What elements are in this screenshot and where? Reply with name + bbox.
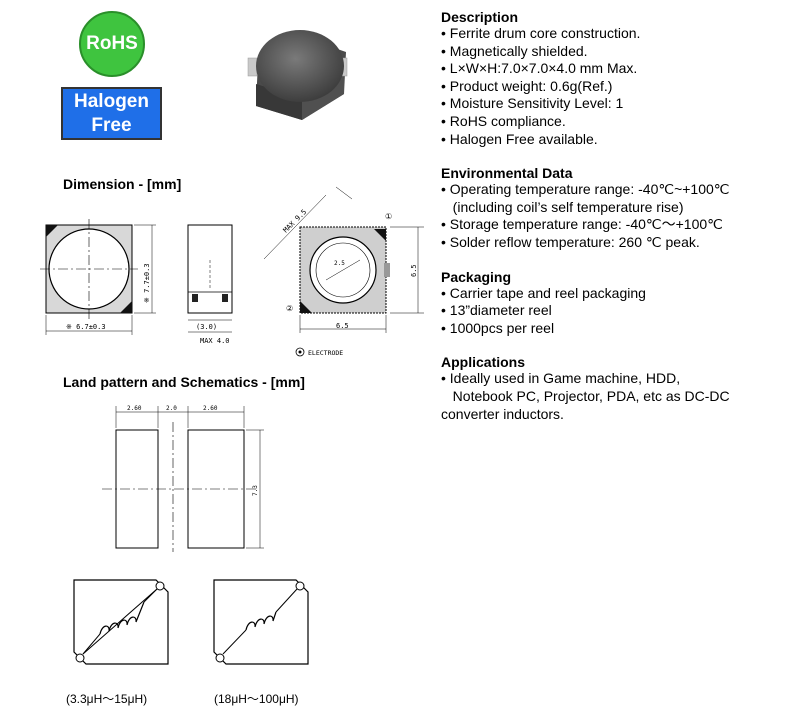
dimension-heading: Dimension - [mm]	[63, 176, 182, 192]
top-view-drawing: MAX 9.5 2.5 ① ② 6.5 6.5 ELECTRODE	[263, 186, 424, 357]
description-heading: Description	[441, 9, 519, 25]
schematic-left-caption: (3.3μH～15μH)	[66, 692, 148, 706]
list-item: • 1000pcs per reel	[441, 319, 555, 336]
pin1-label: ①	[385, 212, 392, 221]
environmental-heading: Environmental Data	[441, 165, 573, 182]
schematic-left	[73, 579, 169, 665]
schematic-right-caption: (18μH～100μH)	[214, 692, 299, 706]
land-pattern-drawing: 2.60 2.0 2.60 7.3	[102, 405, 264, 552]
pin2-label: ②	[286, 304, 293, 313]
list-item: • 13”diameter reel	[441, 302, 552, 319]
list-item: • Product weight: 0.6g(Ref.)	[441, 77, 613, 94]
front-view-drawing: ※ 6.7±0.3 ※ 7.7±0.3	[40, 219, 156, 335]
land-pattern-heading: Land pattern and Schematics - [mm]	[63, 374, 305, 390]
packaging-list: • Carrier tape and reel packaging • 13”d…	[441, 285, 786, 338]
list-item: • L×W×H:7.0×7.0×4.0 mm Max.	[441, 60, 638, 77]
front-height-label: ※ 7.7±0.3	[143, 263, 151, 303]
top-width-label: 6.5	[336, 322, 349, 330]
list-item: • Moisture Sensitivity Level: 1	[441, 95, 624, 112]
land-w1-label: 2.60	[127, 405, 142, 412]
list-item: • Operating temperature range: -40℃~+100…	[441, 181, 730, 198]
land-gap-label: 2.0	[166, 405, 177, 412]
front-width-label: ※ 6.7±0.3	[66, 323, 106, 331]
land-height-label: 7.3	[252, 485, 259, 496]
schematic-right	[213, 579, 309, 665]
list-item: • Magnetically shielded.	[441, 42, 588, 59]
list-item: • Ideally used in Game machine, HDD,	[441, 370, 681, 387]
list-item: converter inductors.	[441, 405, 564, 422]
side-view-drawing: (3.0) MAX 4.0	[187, 224, 233, 345]
product-photo	[247, 30, 348, 120]
side-dim-label: (3.0)	[196, 323, 217, 331]
list-item: (including coil’s self temperature rise)	[441, 198, 684, 215]
halogen-free-badge: Halogen Free	[61, 87, 162, 140]
list-item: • Ferrite drum core construction.	[441, 25, 641, 41]
electrode-label: ELECTRODE	[308, 349, 343, 357]
list-item: • RoHS compliance.	[441, 112, 566, 129]
right-column: Description • Ferrite drum core construc…	[441, 9, 786, 423]
list-item: • Carrier tape and reel packaging	[441, 284, 646, 301]
center-dim-label: 2.5	[334, 260, 345, 267]
list-item: • Solder reflow temperature: 260 ℃ peak.	[441, 233, 700, 250]
halogen-label: Halogen	[74, 91, 149, 112]
rohs-badge: RoHS	[79, 11, 145, 77]
top-height-label: 6.5	[410, 264, 418, 277]
description-list: • Ferrite drum core construction. • Magn…	[441, 25, 786, 148]
packaging-heading: Packaging	[441, 268, 512, 285]
land-w2-label: 2.60	[203, 405, 218, 412]
applications-list: • Ideally used in Game machine, HDD, Not…	[441, 370, 786, 423]
side-max-label: MAX 4.0	[200, 337, 230, 345]
list-item: • Halogen Free available.	[441, 130, 598, 147]
free-label: Free	[91, 115, 132, 136]
applications-heading: Applications	[441, 354, 526, 371]
list-item: Notebook PC, Projector, PDA, etc as DC-D…	[441, 387, 730, 404]
environmental-list: • Operating temperature range: -40℃~+100…	[441, 181, 786, 251]
list-item: • Storage temperature range: -40℃～+100℃	[441, 216, 723, 233]
